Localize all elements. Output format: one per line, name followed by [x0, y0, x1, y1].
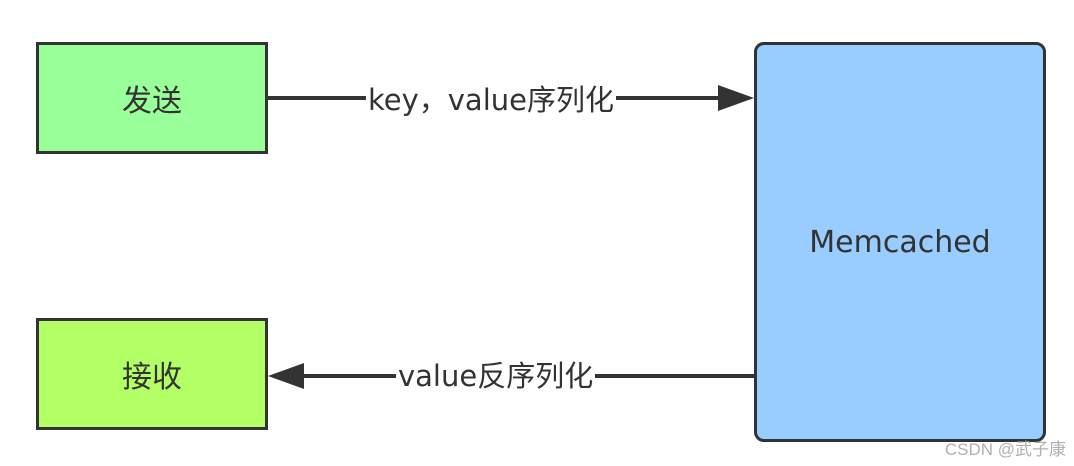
receive-node-label: 接收	[122, 360, 182, 395]
memcached-node-label: Memcached	[809, 224, 991, 260]
receive-node: 接收	[36, 318, 268, 430]
serialize-arrowhead	[718, 85, 754, 111]
serialize-edge-label: key，value序列化	[366, 80, 616, 120]
watermark: CSDN @武子康	[944, 440, 1066, 459]
deserialize-edge-label: value反序列化	[396, 356, 596, 396]
send-node: 发送	[36, 42, 268, 154]
send-node-label: 发送	[122, 84, 182, 119]
deserialize-arrowhead	[268, 363, 304, 389]
memcached-node: Memcached	[754, 42, 1046, 442]
